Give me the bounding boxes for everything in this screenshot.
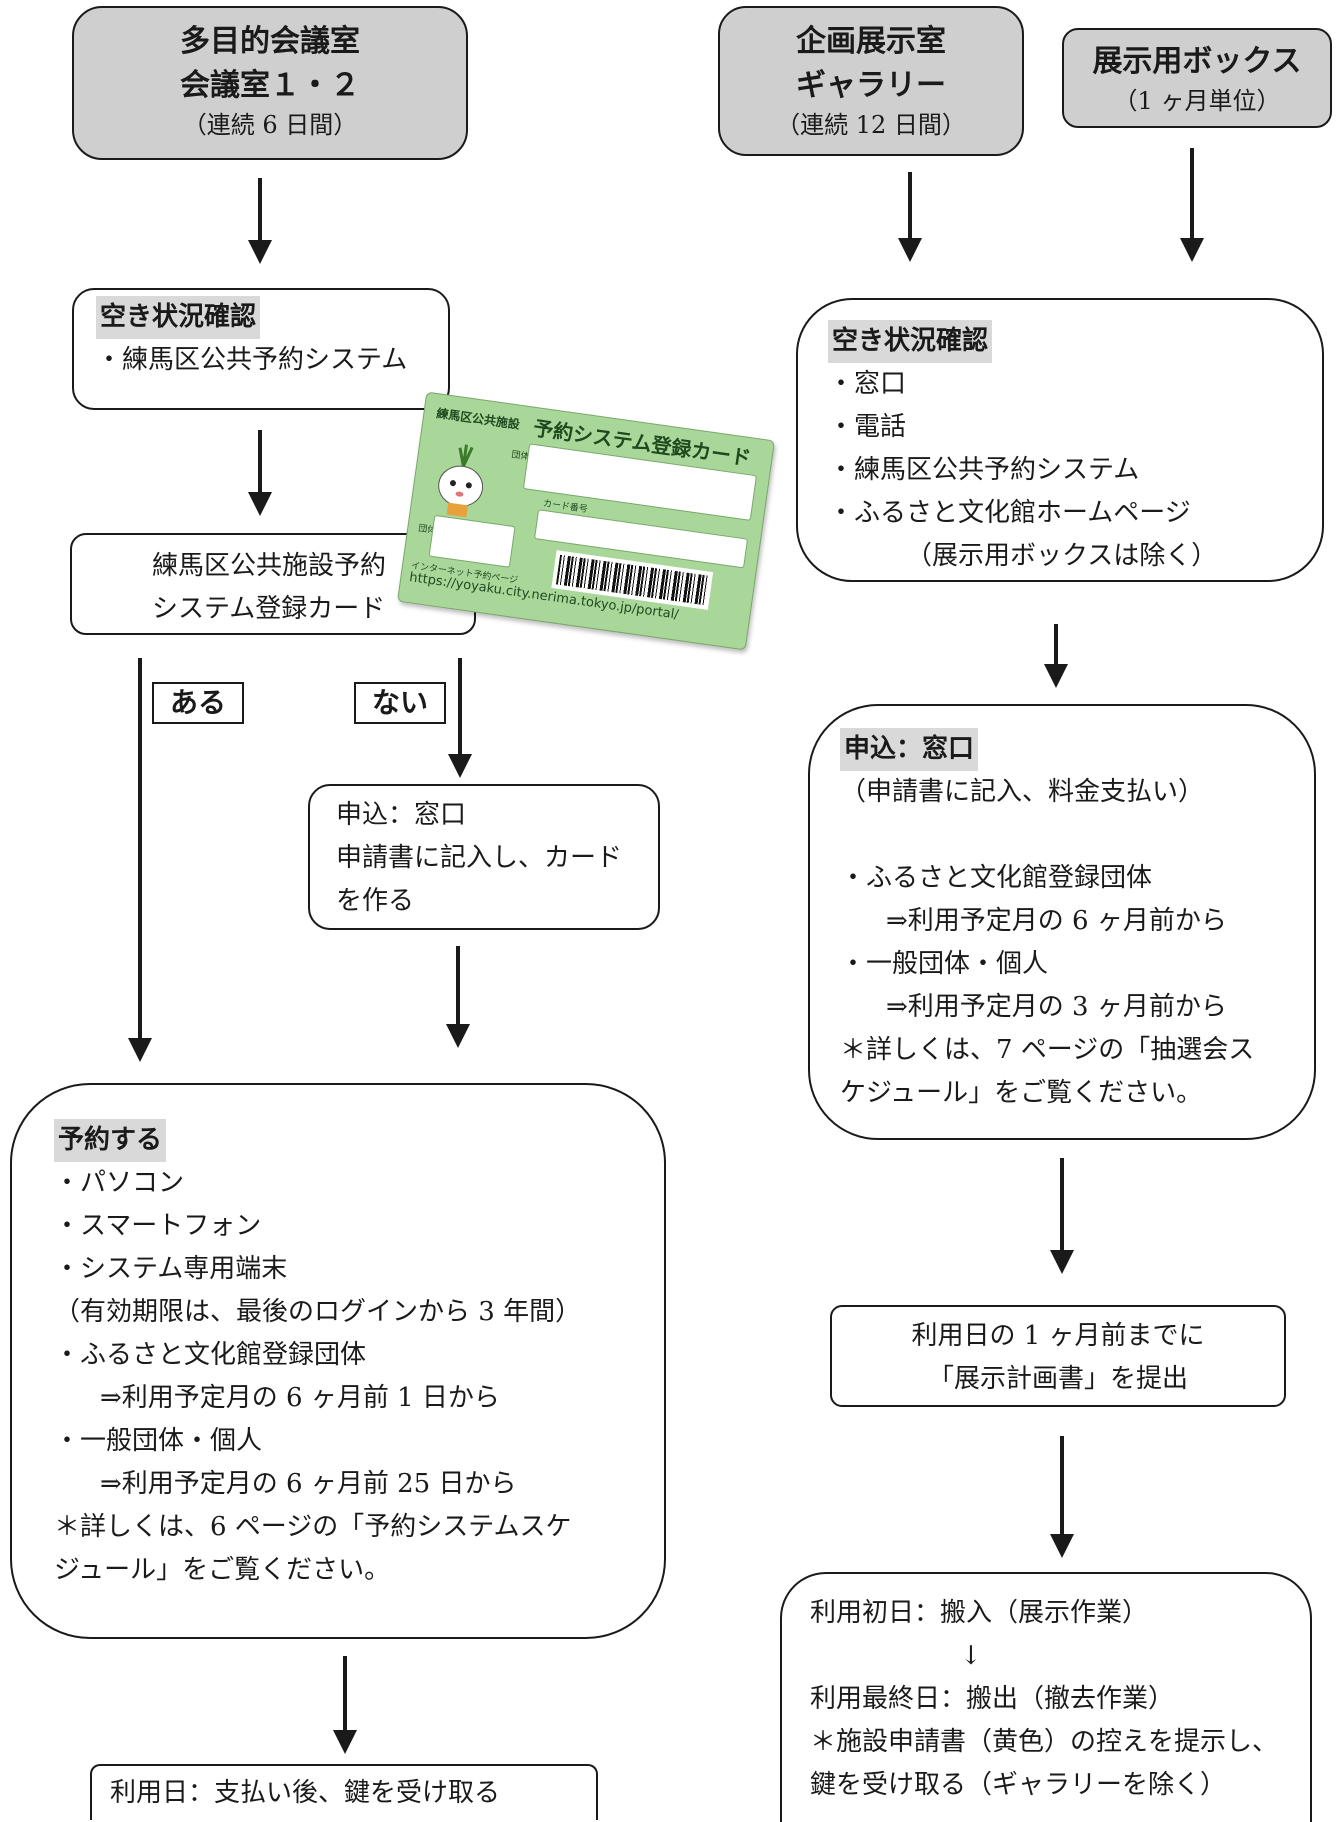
label-yes: ある (152, 682, 244, 724)
use-day-box: 利用日：支払い後、鍵を受け取る (90, 1764, 598, 1820)
reserve-line: ・システム専用端末 (54, 1254, 288, 1284)
apply-right-line: ＊詳しくは、7 ページの「抽選会ス (840, 1035, 1255, 1065)
apply-window-right: 申込：窓口 （申請書に記入、料金支払い） ・ふるさと文化館登録団体 ⇒利用予定月… (808, 704, 1316, 1140)
reserve-line: ・パソコン (54, 1168, 185, 1198)
apply-right-line: （申請書に記入、料金支払い） (840, 777, 1205, 807)
check-availability-left: 空き状況確認 ・練馬区公共予約システム (72, 288, 450, 410)
check-right-item: （展示用ボックスは除く） (906, 541, 1218, 571)
start-conference-rooms: 多目的会議室 会議室１・２ （連続 6 日間） (72, 6, 468, 160)
display-box-title: 展示用ボックス (1092, 44, 1302, 79)
card-field-reg (428, 514, 516, 568)
apply-left-line-3: を作る (336, 886, 415, 916)
start-title-2: 会議室１・２ (180, 68, 360, 103)
mascot-icon (438, 444, 484, 518)
check-right-item: ・電話 (828, 412, 907, 442)
label-no: ない (354, 682, 446, 724)
exhibition-plan-box: 利用日の 1 ヶ月前までに 「展示計画書」を提出 (830, 1305, 1286, 1407)
display-box-period: （1 ヶ月単位） (1113, 87, 1281, 115)
apply-right-line: ⇒利用予定月の 3 ヶ月前から (886, 992, 1227, 1022)
start-title-1: 多目的会議室 (180, 24, 360, 59)
reserve-box: 予約する ・パソコン ・スマートフォン ・システム専用端末 （有効期限は、最後の… (10, 1083, 666, 1639)
apply-right-line (840, 814, 1314, 857)
plan-line-2: 「展示計画書」を提出 (927, 1364, 1188, 1394)
final-line: 利用初日：搬入（展示作業） (810, 1598, 1149, 1628)
final-line: ↓ (960, 1641, 982, 1671)
gallery-title-2: ギャラリー (796, 68, 946, 103)
use-day-text: 利用日：支払い後、鍵を受け取る (110, 1778, 501, 1808)
gallery-period: （連続 12 日間） (776, 111, 966, 139)
start-gallery: 企画展示室 ギャラリー （連続 12 日間） (718, 6, 1024, 156)
apply-right-line: ・一般団体・個人 (840, 949, 1049, 979)
apply-right-line: ・ふるさと文化館登録団体 (840, 863, 1153, 893)
apply-right-line: ⇒利用予定月の 6 ヶ月前から (886, 906, 1227, 936)
apply-right-line: ケジュール」をご覧ください。 (840, 1078, 1203, 1108)
final-line: 鍵を受け取る（ギャラリーを除く） (810, 1770, 1227, 1800)
check-availability-right: 空き状況確認 ・窓口 ・電話 ・練馬区公共予約システム ・ふるさと文化館ホームペ… (796, 298, 1324, 582)
label-yes-text: ある (169, 686, 226, 719)
start-period: （連続 6 日間） (182, 111, 358, 139)
check-item: ・練馬区公共予約システム (96, 345, 408, 375)
reserve-line: ⇒利用予定月の 6 ヶ月前 25 日から (100, 1469, 517, 1499)
reserve-line: ジュール」をご覧ください。 (54, 1555, 391, 1585)
check-right-item: ・窓口 (828, 369, 907, 399)
plan-line-1: 利用日の 1 ヶ月前までに (911, 1321, 1205, 1351)
check-right-item: ・ふるさと文化館ホームページ (828, 498, 1191, 528)
final-line: ＊施設申請書（黄色）の控えを提示し、 (810, 1727, 1279, 1757)
start-display-box: 展示用ボックス （1 ヶ月単位） (1062, 28, 1332, 128)
check-heading: 空き状況確認 (96, 296, 261, 339)
reserve-line: ・一般団体・個人 (54, 1426, 263, 1456)
registration-card-image: 練馬区公共施設 予約システム登録カード 団体名 カード番号 団体登録 インターネ… (396, 391, 776, 651)
reserve-line: ＊詳しくは、6 ページの「予約システムスケ (54, 1512, 572, 1542)
gallery-title-1: 企画展示室 (796, 24, 946, 59)
reserve-line: ・ふるさと文化館登録団体 (54, 1340, 367, 1370)
check-right-heading: 空き状況確認 (828, 320, 993, 363)
label-no-text: ない (371, 686, 428, 719)
apply-window-left: 申込：窓口 申請書に記入し、カード を作る (308, 784, 660, 930)
apply-left-line-2: 申請書に記入し、カード (336, 843, 623, 873)
apply-right-heading: 申込：窓口 (840, 728, 979, 771)
final-steps-box: 利用初日：搬入（展示作業） ↓ 利用最終日：搬出（撤去作業） ＊施設申請書（黄色… (780, 1572, 1312, 1822)
card-question-line-2: システム登録カード (152, 594, 386, 624)
card-org: 練馬区公共施設 (435, 406, 521, 432)
reserve-line: ・スマートフォン (54, 1211, 262, 1241)
final-line: 利用最終日：搬出（撤去作業） (810, 1684, 1175, 1714)
reserve-line: ⇒利用予定月の 6 ヶ月前 1 日から (100, 1383, 500, 1413)
reserve-line: （有効期限は、最後のログインから 3 年間） (54, 1297, 582, 1327)
card-question-line-1: 練馬区公共施設予約 (152, 551, 387, 581)
apply-left-line-1: 申込：窓口 (336, 800, 467, 830)
reserve-heading: 予約する (54, 1119, 167, 1162)
check-right-item: ・練馬区公共予約システム (828, 455, 1140, 485)
